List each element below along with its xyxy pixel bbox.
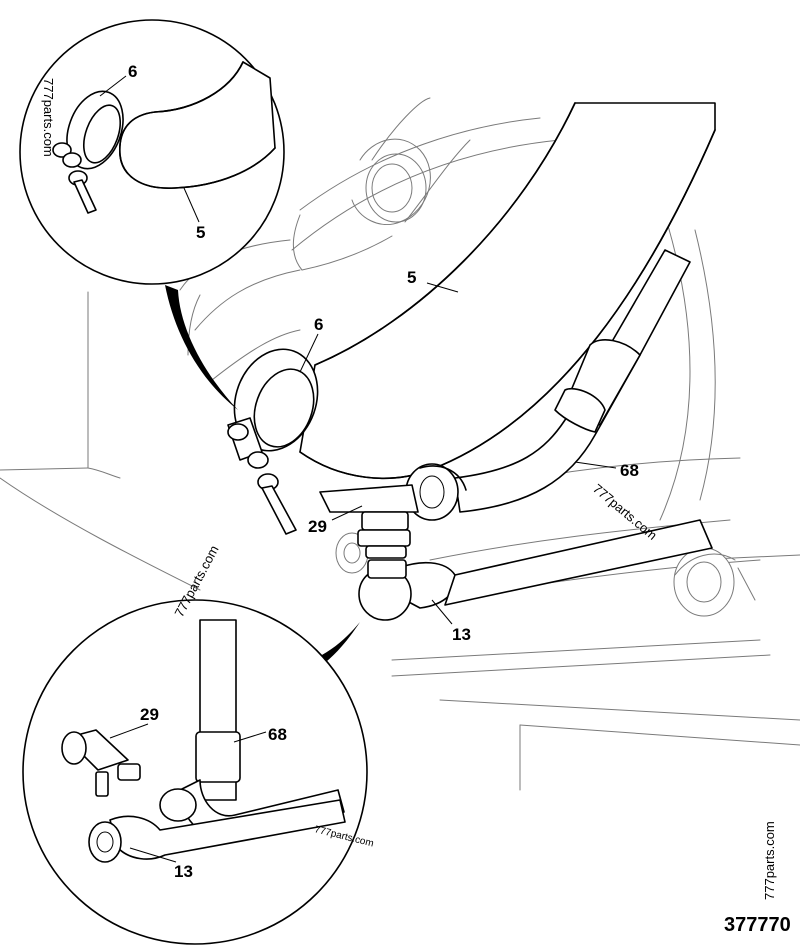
main-elbow-13 bbox=[358, 519, 713, 621]
main-clamp-6 bbox=[227, 348, 319, 535]
callout-hose-5: 5 bbox=[407, 268, 416, 287]
callout-detail-clamp-6: 6 bbox=[128, 62, 137, 81]
detail-pointer-bottom bbox=[312, 622, 360, 668]
watermark-top-left: 777parts.com bbox=[41, 78, 56, 157]
callout-detail-hose-5: 5 bbox=[196, 223, 205, 242]
figure-number: 377770 bbox=[724, 914, 791, 936]
detail-circle-top bbox=[19, 19, 285, 410]
callout-detail-elbow-13: 13 bbox=[174, 862, 193, 881]
main-adapter-29 bbox=[319, 484, 419, 559]
watermark-right-edge: 777parts.com bbox=[762, 821, 777, 900]
callout-clamp-6: 6 bbox=[314, 315, 323, 334]
main-hose-5 bbox=[299, 102, 716, 480]
callout-detail-pipe-68: 68 bbox=[268, 725, 287, 744]
main-pipe-68 bbox=[405, 249, 691, 521]
callout-elbow-13: 13 bbox=[452, 625, 471, 644]
callout-pipe-68: 68 bbox=[620, 461, 639, 480]
callout-detail-adapter-29: 29 bbox=[140, 705, 159, 724]
detail-pointer-top bbox=[165, 285, 238, 410]
callout-adapter-29: 29 bbox=[308, 517, 327, 536]
leader-lines bbox=[99, 75, 617, 863]
detail-circle-bottom bbox=[22, 599, 368, 945]
